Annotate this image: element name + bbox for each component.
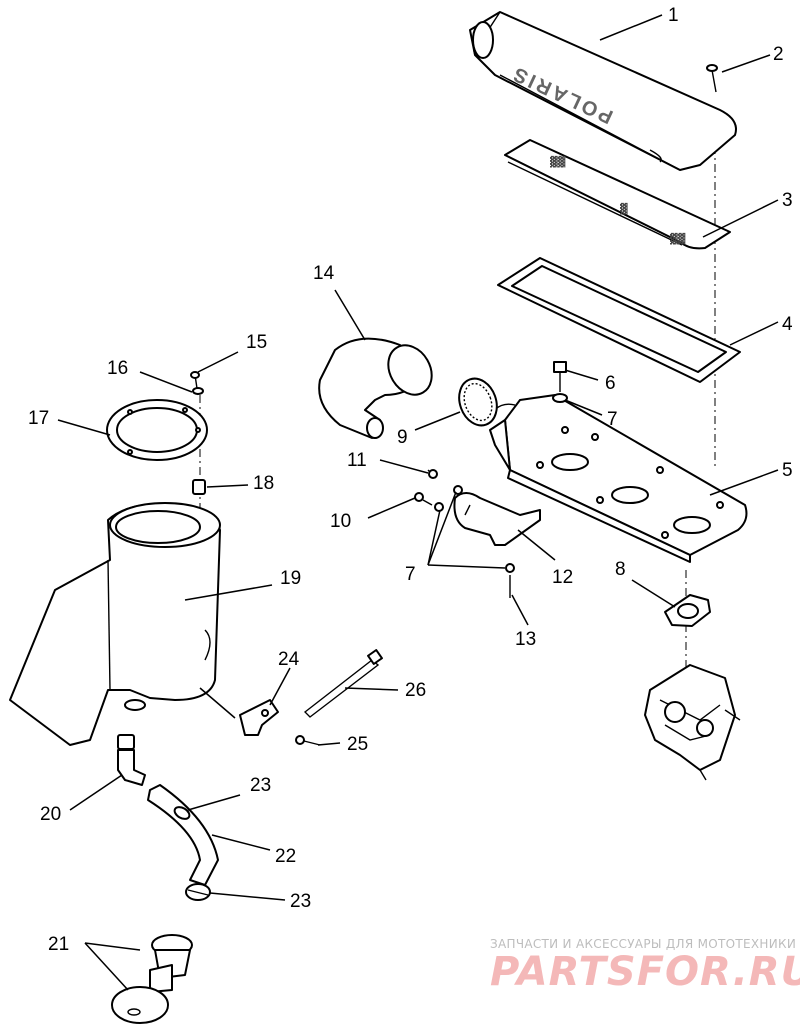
part-7-washer-upper: [552, 393, 568, 403]
part-16-washer: [192, 387, 204, 395]
part-23-clamp-upper: [173, 806, 191, 820]
watermark-tagline: ЗАПЧАСТИ И АКСЕССУАРЫ ДЛЯ МОТОТЕХНИКИ: [490, 937, 796, 951]
callout-25: 25: [347, 734, 368, 755]
part-23-clamp-lower: [185, 883, 211, 901]
part-18-bushing: [192, 479, 206, 495]
part-5-airbox-base: [484, 394, 748, 563]
part-17-ring: [106, 399, 208, 461]
leader-lines: [57, 14, 779, 991]
part-24-clip: [239, 699, 279, 736]
part-22-drain-hose: [147, 784, 219, 886]
callout-18: 18: [253, 473, 274, 494]
part-12-bracket: [453, 492, 541, 546]
callout-22: 22: [275, 846, 296, 867]
callout-10: 10: [330, 511, 351, 532]
callout-9: 9: [397, 427, 408, 448]
callout-20: 20: [40, 804, 61, 825]
callout-11: 11: [347, 450, 367, 471]
part-3-filter-element: ▓▓ ▓ ▓▓: [504, 139, 731, 250]
part-2-screw: [706, 64, 718, 93]
svg-text:▓: ▓: [620, 202, 628, 215]
callout-16: 16: [107, 358, 128, 379]
callout-26: 26: [405, 680, 426, 701]
part-10-screw: [414, 492, 433, 506]
callout-14: 14: [313, 263, 335, 284]
callout-13: 13: [515, 629, 536, 650]
callout-15: 15: [246, 332, 267, 353]
callout-24: 24: [278, 649, 300, 670]
callout-7-lower: 7: [405, 564, 416, 585]
svg-text:▓▓: ▓▓: [670, 232, 686, 245]
part-21-drain-valve: [111, 934, 193, 1024]
callout-7-upper: 7: [607, 409, 618, 430]
callout-5: 5: [782, 460, 793, 481]
part-1-airbox-cover: POLARIS: [469, 11, 737, 171]
callout-3: 3: [782, 190, 793, 211]
callout-6: 6: [605, 373, 616, 394]
callout-12: 12: [552, 567, 573, 588]
callout-19: 19: [280, 568, 301, 589]
svg-text:▓▓: ▓▓: [550, 155, 566, 168]
callout-23-lower: 23: [290, 891, 311, 912]
callout-labels: 1 2 3 4 5 6 7 7 8 9 10 11 12 13 14 15 16…: [28, 5, 793, 955]
watermark-logo-text: PARTSFOR.RU: [490, 949, 800, 995]
watermark: ЗАПЧАСТИ И АКСЕССУАРЫ ДЛЯ МОТОТЕХНИКИ PA…: [490, 937, 800, 995]
part-26-cable-tie: [303, 649, 383, 718]
part-14-intake-tube: [318, 337, 433, 439]
part-19-silencer: [9, 502, 221, 746]
callout-8: 8: [615, 559, 626, 580]
part-11-screw: [427, 469, 438, 479]
part-8-flange-gasket: [664, 594, 711, 627]
part-20-elbow: [117, 734, 146, 786]
callout-23-upper: 23: [250, 775, 271, 796]
part-9-clamp: [458, 377, 498, 427]
carburetor: [644, 664, 741, 781]
callout-4: 4: [782, 314, 793, 335]
callout-1: 1: [668, 5, 679, 26]
callout-21: 21: [48, 934, 69, 955]
callout-17: 17: [28, 408, 49, 429]
callout-2: 2: [773, 44, 784, 65]
part-6-screw: [553, 361, 567, 392]
part-25-screw: [295, 735, 321, 746]
part-4-gasket-frame: [497, 257, 741, 383]
